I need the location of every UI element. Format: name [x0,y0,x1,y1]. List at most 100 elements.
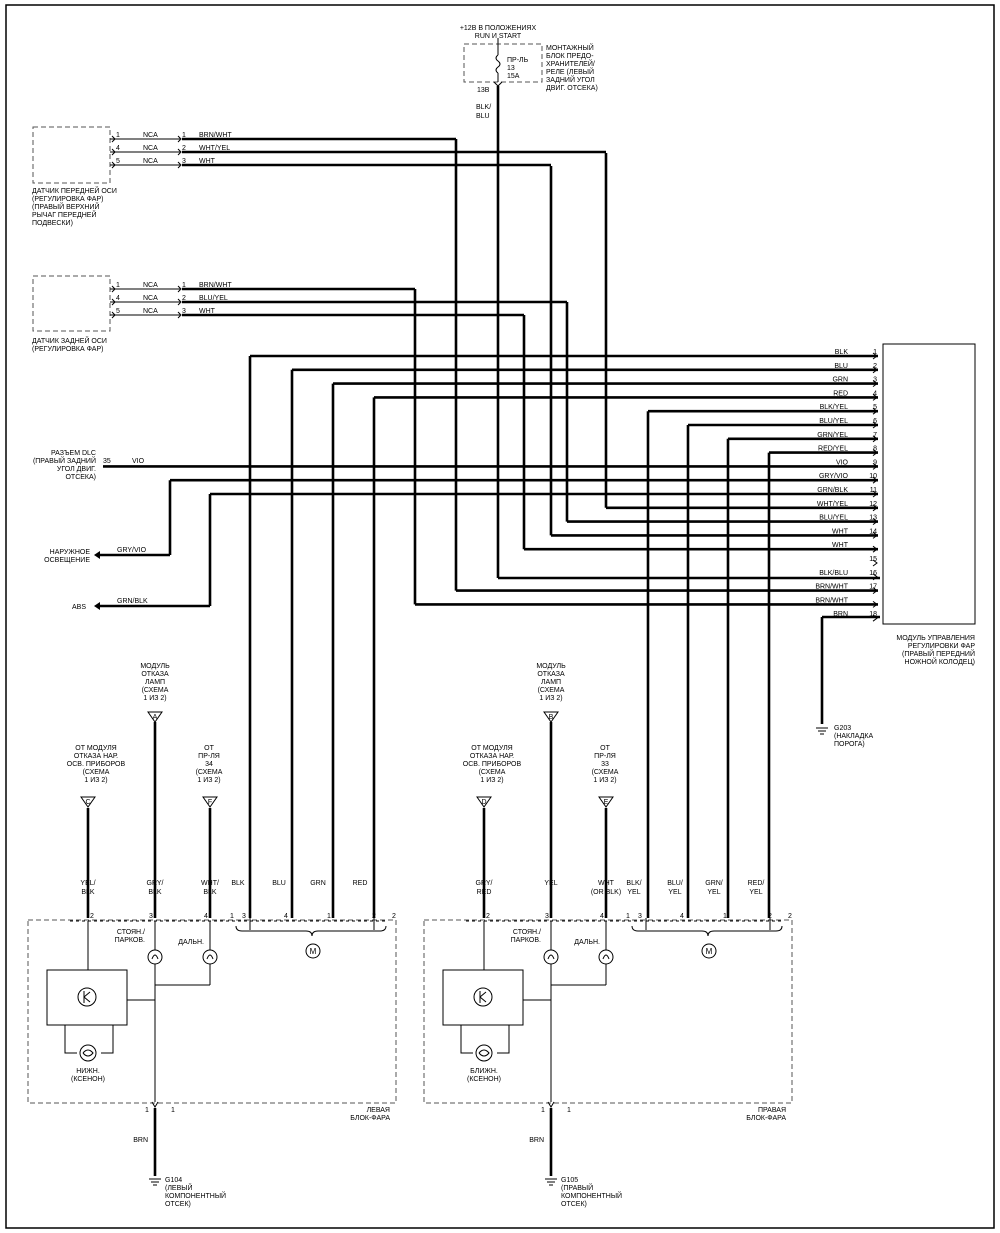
page-border [5,4,995,1229]
left-dimmer-label: (СХЕМА [83,769,110,776]
right-park-label: СТОЯН./ [513,929,541,936]
rear-sensor-outline [32,275,111,332]
module-pin-label: 10 [869,473,877,480]
module-pin-label: 9 [873,459,877,466]
left-motor-icon [305,943,321,959]
abs-label: ABS [72,604,86,611]
left-ground-label: КОМПОНЕНТНЫЙ [165,1191,226,1200]
wire-label-blk-blu: BLU [476,113,490,120]
dlc-label: ОТСЕКА) [65,474,96,481]
module-pin-label: 14 [869,528,877,535]
dlc-label: (ПРАВЫЙ ЗАДНИЙ [33,456,96,465]
right-bulb-icon [598,949,614,965]
fuse-icon [495,54,501,74]
rear-sensor-wire-label: BLU/YEL [199,295,228,302]
rear-sensor-wire-label: WHT [199,308,216,315]
right-ground-label: G105 [561,1177,578,1184]
module-wire-label: WHT [832,542,849,549]
left-bulb-icon [147,949,163,965]
module-wire-label: GRY/VIO [819,473,849,480]
dlc-label: УГОЛ ДВИГ. [57,466,96,473]
left-bulb-icon [202,949,218,965]
left-pin-label: 4 [204,913,208,920]
rear-sensor-pin: 5 [116,308,120,315]
right-transistor-symbol [479,991,487,1003]
right-pin-label: 3 [638,913,642,920]
right-pin-label: 4 [600,913,604,920]
right-wire-label: YEL [668,889,681,896]
g203-label: (НАКЛАДКА [834,733,873,740]
left-motor-label: M [310,947,317,956]
front-sensor-pin2: 3 [182,158,186,165]
connector-icon [111,135,116,143]
right-lamp-module-label: ОТКАЗА [537,671,565,678]
fuse-block-label: БЛОК ПРЕДО- [546,53,594,60]
left-dimmer-label: ОТКАЗА НАР. [74,753,118,760]
right-relay-label: ПР-ЛЯ [594,753,616,760]
arrow-icon [94,602,100,610]
module-wire-label: BLU/YEL [819,418,848,425]
right-relay-label: (СХЕМА [592,769,619,776]
module-wire-label: BRN/WHT [815,584,848,591]
arrow-icon [94,551,100,559]
module-wire-label: WHT/YEL [817,501,848,508]
right-wire-label: YEL [749,889,762,896]
front-sensor-label: (РЕГУЛИРОВКА ФАР) [32,196,103,203]
right-motor-brace [631,925,783,937]
right-wire-label: YEL [544,880,557,887]
right-ground-pin: 1 [541,1107,545,1114]
front-sensor-wire-label: WHT [199,158,216,165]
right-bulb-icon [543,949,559,965]
front-sensor-wire-label: WHT/YEL [199,145,230,152]
right-dimmer-label: (СХЕМА [479,769,506,776]
right-headlamp-title: БЛОК-ФАРА [746,1115,786,1122]
module-pin-label: 3 [873,377,877,384]
module-label: МОДУЛЬ УПРАВЛЕНИЯ [896,635,975,642]
left-lamp-module-label: ОТКАЗА [141,671,169,678]
front-sensor-pin2: 1 [182,132,186,139]
right-transistor-icon [473,987,493,1007]
connector-icon [177,311,182,319]
power-supply-label: +12В В ПОЛОЖЕНИЯХ [460,25,537,32]
right-ground-label: КОМПОНЕНТНЫЙ [561,1191,622,1200]
right-lamp-module-label: ЛАМП [541,679,561,686]
left-page-ref-letter: F [208,799,212,806]
connector-icon [177,298,182,306]
right-lamp-module-label: 1 ИЗ 2) [539,695,562,702]
fuse-block-label: ХРАНИТЕЛЕЙ/ [546,59,595,68]
rear-sensor-pin: 1 [116,282,120,289]
module-label: (ПРАВЫЙ ПЕРЕДНИЙ [902,649,975,658]
left-relay-label: 1 ИЗ 2) [197,777,220,784]
right-wire-label: BLU/ [667,880,683,887]
right-xenon-label: (КСЕНОН) [467,1076,501,1083]
left-ground-connector-icon [151,1101,159,1108]
left-wire-label: WHT/ [201,880,219,887]
rear-sensor-wire-label: BRN/WHT [199,282,232,289]
left-ground-label: ОТСЕК) [165,1201,191,1208]
left-dimmer-label: ОТ МОДУЛЯ [75,745,116,752]
module-label: НОЖНОЙ КОЛОДЕЦ) [905,657,975,666]
right-page-ref-letter: E [604,799,609,806]
fuse-block-outline [463,43,543,83]
right-wire-label: BLK/ [626,880,641,887]
left-page-ref-letter: C [85,799,90,806]
exterior-lighting-label: ОСВЕЩЕНИЕ [44,557,90,564]
left-wire-label-brn: BRN [133,1137,148,1144]
front-sensor-wire-label: BRN/WHT [199,132,232,139]
dlc-label: РАЗЪЕМ DLC [51,450,96,457]
left-ground-pin2: 1 [171,1107,175,1114]
module-pin-label: 1 [873,349,877,356]
right-ground-connector-icon [547,1101,555,1108]
left-transistor-symbol [83,991,91,1003]
left-lamp-module-label: (СХЕМА [142,687,169,694]
right-wire-label-brn: BRN [529,1137,544,1144]
right-ground-label: ОТСЕК) [561,1201,587,1208]
left-xenon-arc [82,1049,94,1057]
front-sensor-pin2: 2 [182,145,186,152]
front-sensor-label: РЫЧАГ ПЕРЕДНЕЙ [32,210,96,219]
right-motor-icon [701,943,717,959]
connector-icon [111,285,116,293]
front-sensor-label: ДАТЧИК ПЕРЕДНЕЙ ОСИ [32,186,117,195]
module-wire-label: RED/YEL [818,446,848,453]
